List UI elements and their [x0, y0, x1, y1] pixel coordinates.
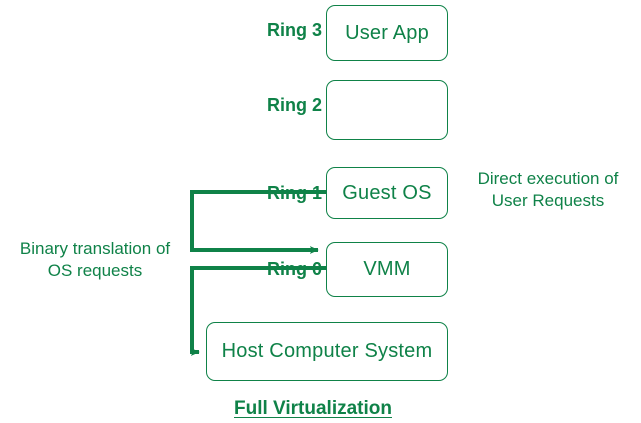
- annotation-direct-execution: Direct execution of User Requests: [477, 169, 619, 210]
- box-user-app[interactable]: User App: [326, 5, 448, 61]
- box-host-computer-system[interactable]: Host Computer System: [206, 322, 448, 381]
- box-ring2-empty[interactable]: [326, 80, 448, 140]
- box-guest-os[interactable]: Guest OS: [326, 167, 448, 219]
- box-vmm[interactable]: VMM: [326, 242, 448, 297]
- ring-label-1: Ring 1: [266, 183, 322, 203]
- ring-label-3: Ring 3: [266, 20, 322, 40]
- ring-label-0: Ring 0: [266, 259, 322, 279]
- ring-label-2: Ring 2: [266, 95, 322, 115]
- diagram-caption: Full Virtualization: [234, 398, 392, 419]
- annotation-binary-translation: Binary translation of OS requests: [19, 239, 171, 280]
